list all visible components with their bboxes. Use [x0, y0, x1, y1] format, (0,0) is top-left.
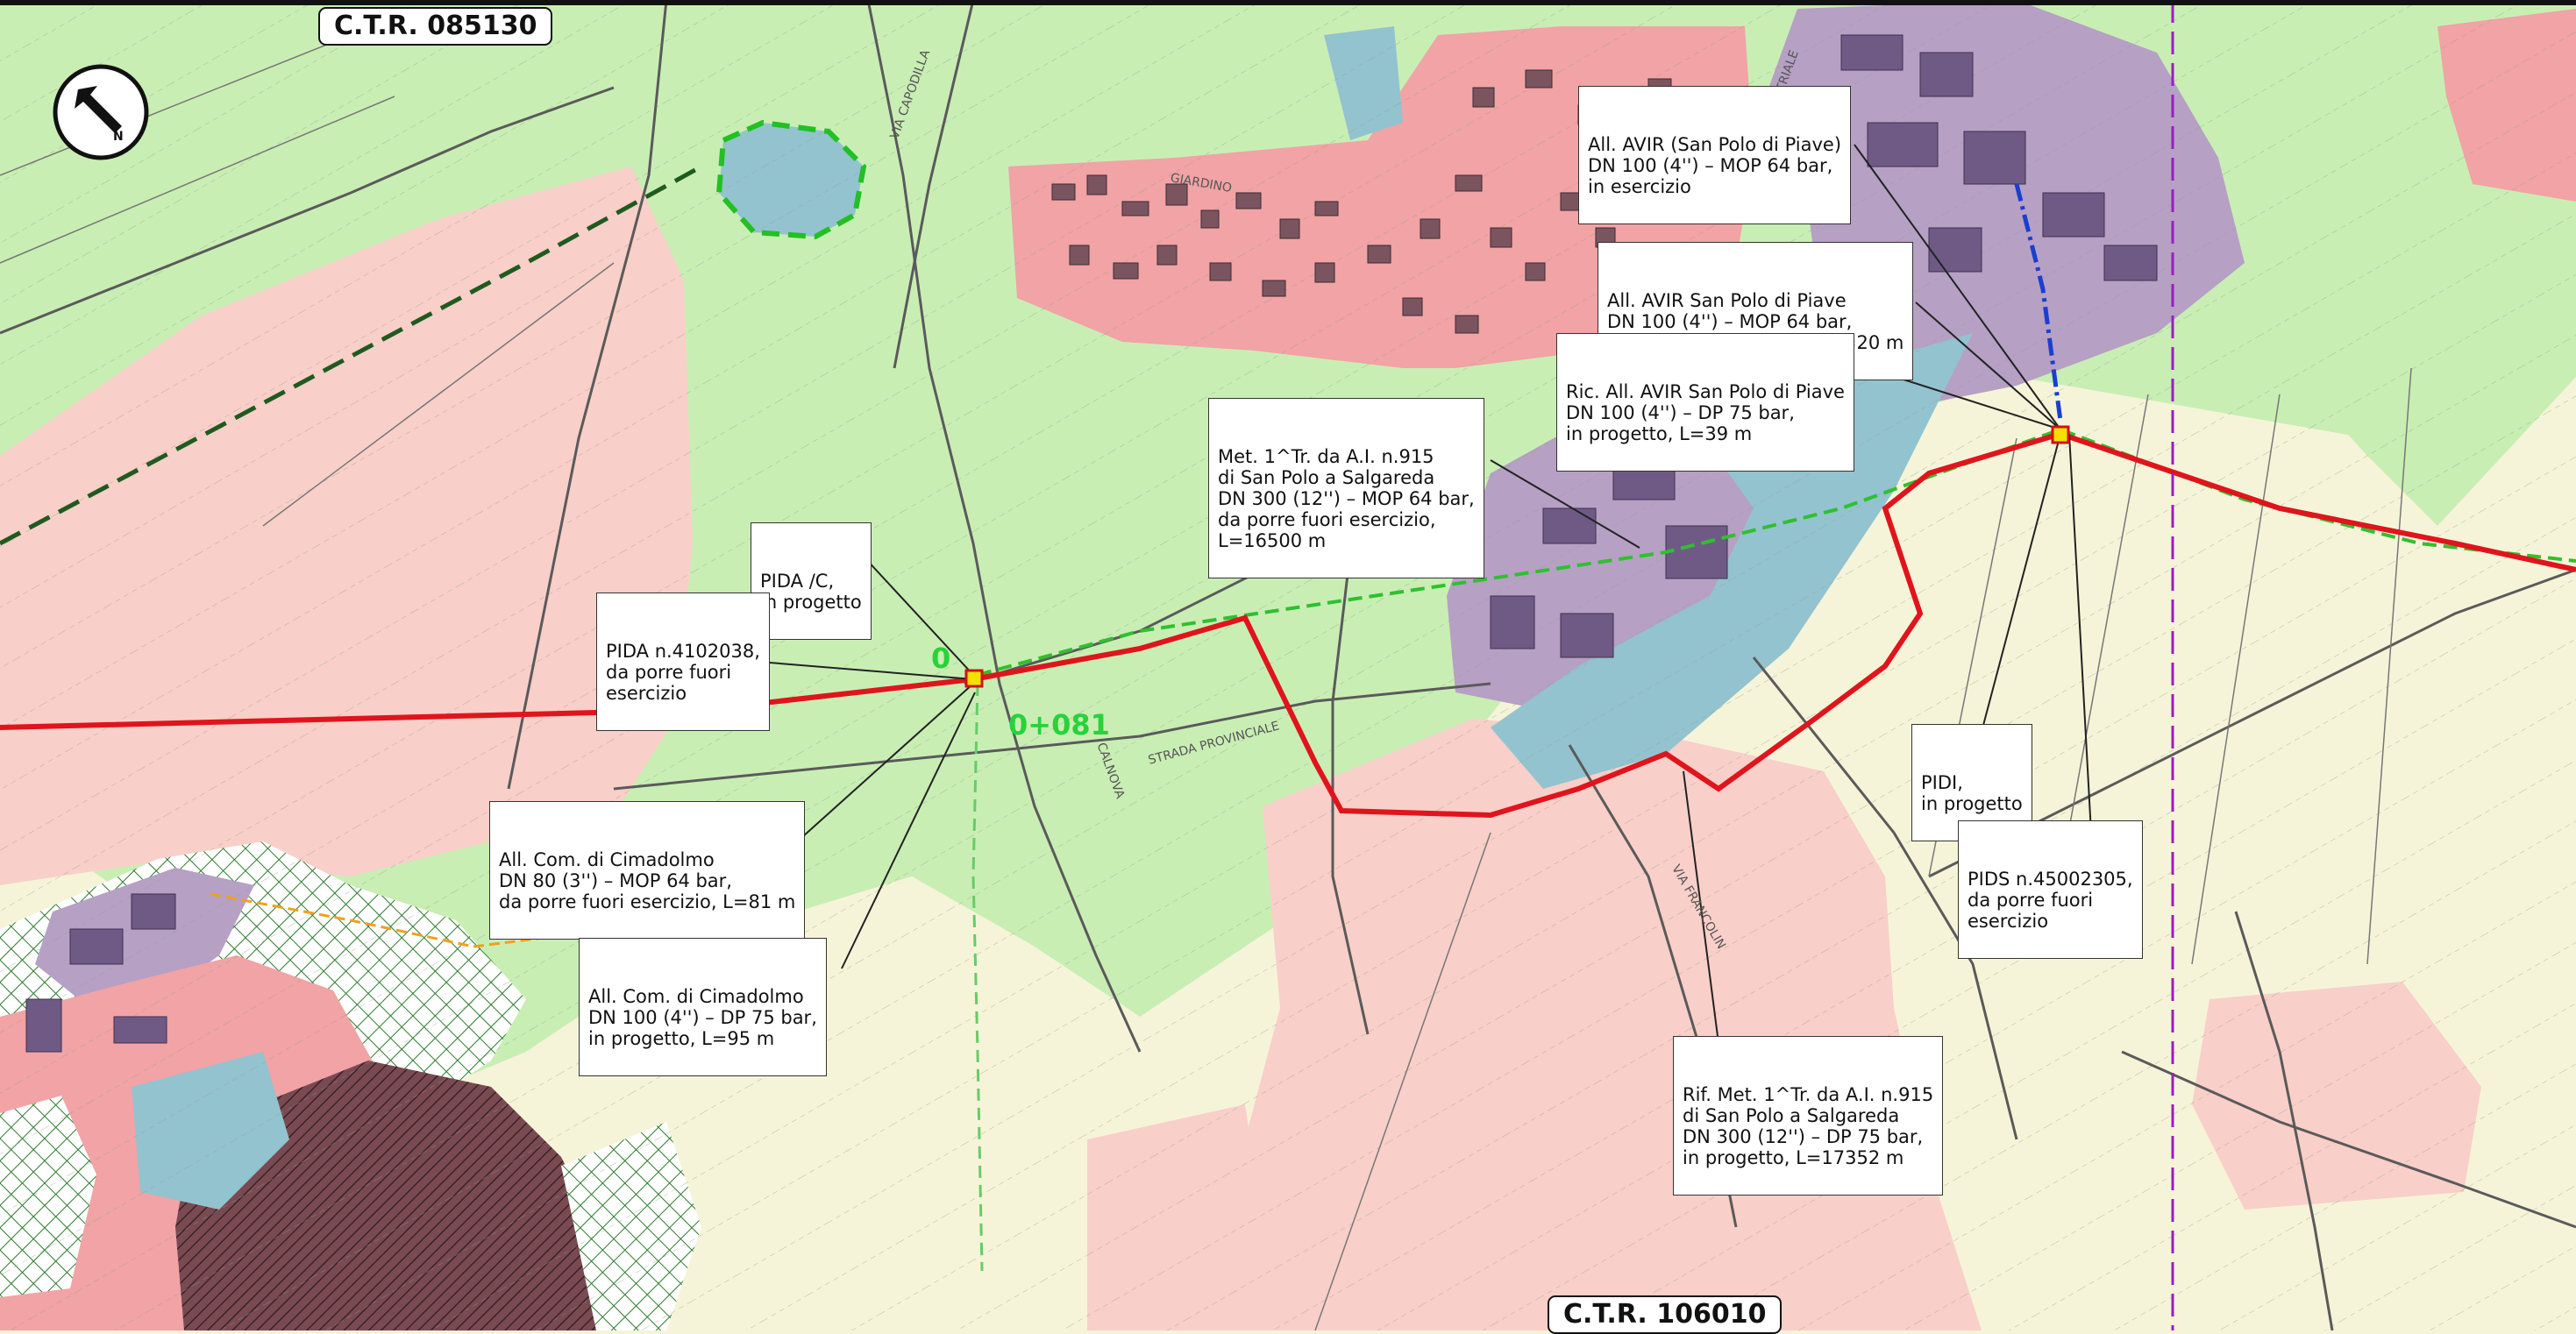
callout-pida-c: PIDA /C,in progetto — [751, 522, 872, 640]
field-roads — [0, 34, 2412, 1330]
callout-leaders — [758, 144, 2092, 1044]
chainage-km: 0+081 — [1008, 708, 1110, 742]
north-arrow-icon: N — [53, 64, 149, 160]
branch-pipeline-blue — [2014, 183, 2063, 422]
chainage-start: 0 — [931, 642, 951, 675]
valve-node-icon — [2051, 425, 2070, 444]
existing-branch — [971, 683, 984, 1272]
sheet-label-top: C.T.R. 085130 — [318, 7, 553, 46]
sheet-label-bottom: C.T.R. 106010 — [1548, 1295, 1783, 1334]
svg-text:N: N — [113, 130, 124, 144]
railway-line — [0, 164, 703, 546]
map-frame-top — [0, 0, 2576, 5]
buildings-sw — [25, 893, 176, 1053]
protected-area-outline — [715, 119, 867, 240]
callout-avir-existing: All. AVIR (San Polo di Piave)DN 100 (4''… — [1578, 86, 1852, 224]
buildings-industrial — [1490, 34, 2158, 658]
valve-node-icon — [964, 669, 984, 688]
new-pipeline — [0, 430, 2576, 819]
